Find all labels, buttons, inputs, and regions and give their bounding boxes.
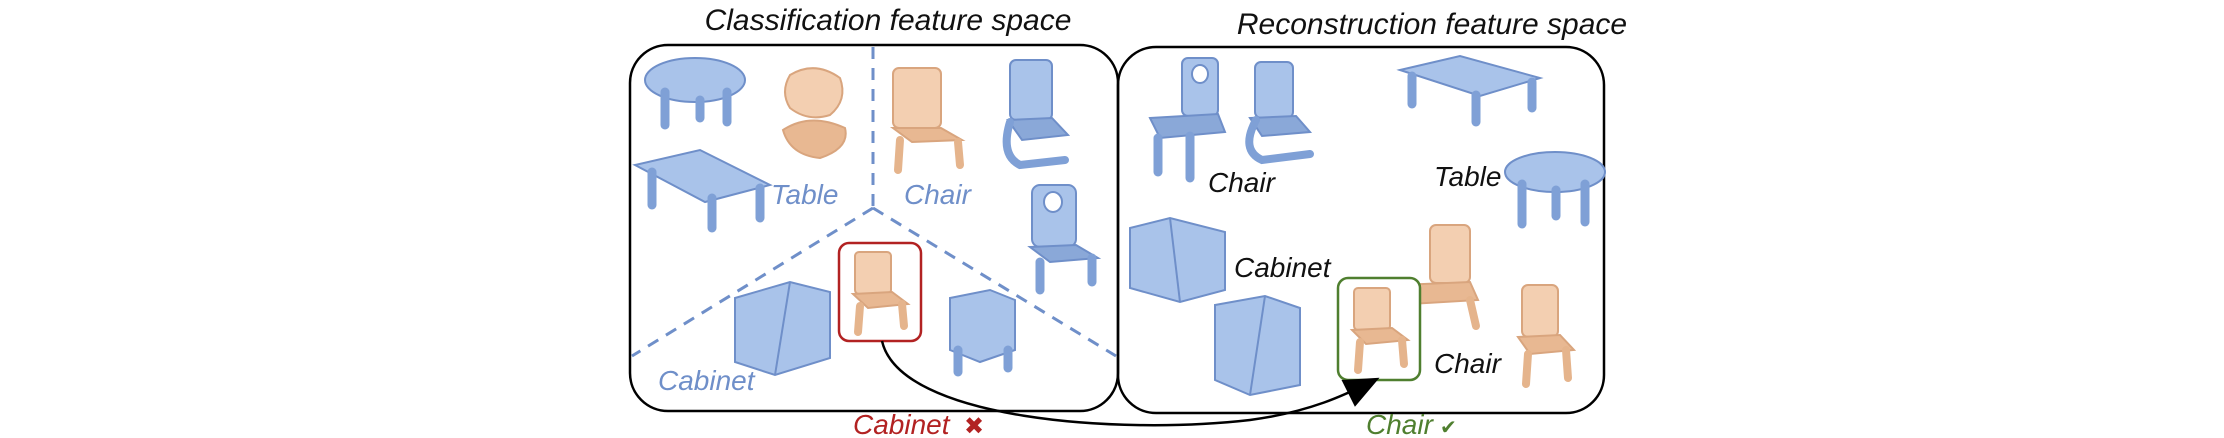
right-check-icon: ✔ <box>1440 415 1457 438</box>
label-chair: Chair <box>904 179 973 210</box>
table-object-round <box>644 57 746 130</box>
chair-object-peach <box>889 67 966 174</box>
recon-chair-blue-cantilever <box>1245 61 1314 165</box>
recon-chair-peach-2 <box>1516 284 1577 388</box>
label-cabinet: Cabinet <box>658 365 756 396</box>
recon-table-long <box>1396 54 1544 127</box>
wrong-prediction-label: Cabinet <box>853 409 951 438</box>
right-prediction-label: Chair <box>1366 409 1435 438</box>
cabinet-object-blue-open <box>949 288 1016 377</box>
recon-label-table: Table <box>1434 161 1501 192</box>
recon-chair-blue-1 <box>1148 57 1227 183</box>
recon-label-chair-top: Chair <box>1208 167 1277 198</box>
table-object-long <box>632 148 773 233</box>
broken-object-peach <box>781 67 847 160</box>
chair-object-blue-cantilever <box>1002 59 1071 170</box>
recon-label-chair-bottom: Chair <box>1434 348 1503 379</box>
reconstruction-title: Reconstruction feature space <box>1237 8 1627 41</box>
chair-object-blue <box>1027 184 1102 295</box>
recon-cabinet-2 <box>1214 294 1301 397</box>
mapping-arrow <box>880 340 1380 427</box>
reconstruction-panel: Chair Table Cabinet Chair <box>1116 45 1606 415</box>
recon-label-cabinet: Cabinet <box>1234 252 1332 283</box>
correctly-placed-chair-box <box>1336 276 1422 382</box>
classification-title: Classification feature space <box>705 4 1072 37</box>
region-divider-left <box>631 206 874 358</box>
wrong-cross-icon: ✖ <box>964 412 984 438</box>
cabinet-object-blue <box>734 280 831 377</box>
recon-table-round <box>1504 151 1606 229</box>
misclassified-chair-box <box>837 241 923 343</box>
label-table: Table <box>771 179 838 210</box>
classification-panel: Table Chair Cabinet <box>628 43 1120 413</box>
recon-cabinet-1 <box>1129 216 1226 304</box>
region-divider-right <box>872 206 1117 358</box>
